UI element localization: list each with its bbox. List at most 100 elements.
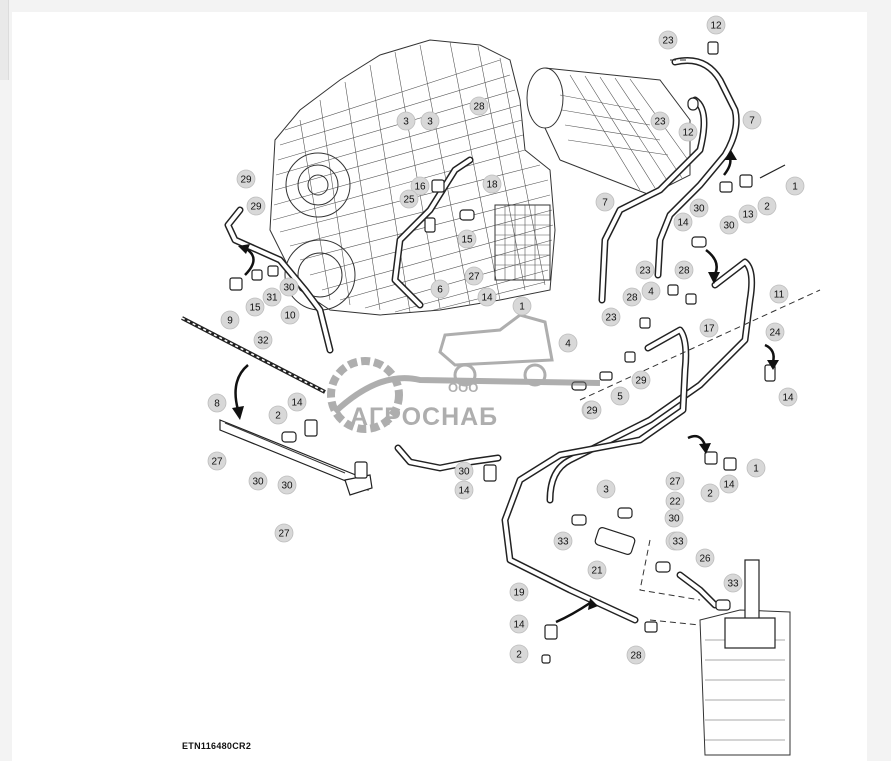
callout-number: 17	[703, 324, 715, 335]
callout-24: 24	[765, 322, 785, 342]
callout-circle	[207, 393, 227, 413]
callout-number: 2	[707, 489, 713, 500]
callout-number: 27	[669, 477, 681, 488]
callout-number: 25	[403, 195, 415, 206]
callout-number: 16	[414, 182, 426, 193]
callout-circle	[757, 196, 777, 216]
callout-7: 7	[742, 110, 762, 130]
callout-27: 27	[207, 451, 227, 471]
callout-number: 28	[630, 651, 642, 662]
callout-28: 28	[622, 287, 642, 307]
callout-circle	[396, 111, 416, 131]
callout-number: 23	[654, 117, 666, 128]
callout-number: 28	[626, 293, 638, 304]
callout-number: 30	[693, 204, 705, 215]
callout-12: 12	[678, 122, 698, 142]
callout-32: 32	[253, 330, 273, 350]
callout-number: 30	[458, 467, 470, 478]
callout-number: 15	[249, 303, 261, 314]
callout-30: 30	[689, 198, 709, 218]
watermark-logo: ООО АГРОСНАБ	[327, 313, 601, 433]
callout-number: 30	[252, 477, 264, 488]
direction-arrows	[232, 150, 779, 624]
callout-circle	[207, 451, 227, 471]
callout-number: 2	[275, 411, 281, 422]
callout-14: 14	[778, 387, 798, 407]
callout-30: 30	[279, 277, 299, 297]
callout-number: 14	[782, 393, 794, 404]
watermark-name: АГРОСНАБ	[350, 403, 498, 431]
callout-circle	[558, 333, 578, 353]
callout-circle	[220, 310, 240, 330]
callout-11: 11	[769, 284, 789, 304]
callout-circle	[622, 287, 642, 307]
callout-number: 1	[792, 182, 798, 193]
callout-circle	[399, 189, 419, 209]
callout-circle	[410, 176, 430, 196]
callout-circle	[469, 96, 489, 116]
callout-number: 31	[266, 293, 278, 304]
callout-1: 1	[512, 296, 532, 316]
callout-number: 29	[250, 202, 262, 213]
callout-number: 32	[257, 336, 269, 347]
callout-14: 14	[509, 614, 529, 634]
callout-circle	[601, 307, 621, 327]
callout-number: 3	[403, 117, 409, 128]
callout-number: 14	[513, 620, 525, 631]
callout-circle	[246, 196, 266, 216]
callout-circle	[674, 260, 694, 280]
callout-29: 29	[631, 370, 651, 390]
callout-circle	[664, 508, 684, 528]
callout-circle	[248, 471, 268, 491]
callout-4: 4	[641, 281, 661, 301]
engine-block-drawing	[269, 39, 556, 316]
callout-number: 6	[437, 285, 443, 296]
callout-14: 14	[673, 212, 693, 232]
callout-circle	[280, 305, 300, 325]
callout-1: 1	[746, 458, 766, 478]
callout-2: 2	[757, 196, 777, 216]
bracket-and-rod	[181, 316, 373, 496]
callout-number: 14	[723, 480, 735, 491]
callout-number: 19	[513, 588, 525, 599]
callout-circle	[673, 212, 693, 232]
callout-circle	[689, 198, 709, 218]
callout-14: 14	[477, 287, 497, 307]
callout-23: 23	[601, 307, 621, 327]
callout-circle	[665, 471, 685, 491]
callout-circle	[287, 392, 307, 412]
callout-5: 5	[610, 386, 630, 406]
callout-circle	[430, 279, 450, 299]
callout-number: 11	[774, 290, 785, 301]
callout-10: 10	[280, 305, 300, 325]
callout-circle	[719, 474, 739, 494]
callout-circle	[274, 523, 294, 543]
callout-number: 29	[240, 175, 252, 186]
callout-number: 7	[749, 116, 755, 127]
callout-27: 27	[665, 471, 685, 491]
callout-30: 30	[454, 461, 474, 481]
callout-16: 16	[410, 176, 430, 196]
callout-21: 21	[587, 560, 607, 580]
callout-number: 33	[727, 579, 739, 590]
callout-15: 15	[457, 229, 477, 249]
callout-circle	[477, 287, 497, 307]
callout-number: 14	[677, 218, 689, 229]
callout-circle	[457, 229, 477, 249]
callout-number: 2	[764, 202, 770, 213]
callout-circle	[678, 122, 698, 142]
callout-number: 4	[648, 287, 654, 298]
callout-number: 30	[281, 481, 293, 492]
callout-circle	[746, 458, 766, 478]
callout-30: 30	[277, 475, 297, 495]
callout-number: 1	[753, 464, 759, 475]
callout-circle	[658, 30, 678, 50]
callout-number: 27	[211, 457, 223, 468]
callout-26: 26	[695, 548, 715, 568]
callout-18: 18	[482, 174, 502, 194]
callout-circle	[582, 400, 602, 420]
callout-29: 29	[236, 169, 256, 189]
